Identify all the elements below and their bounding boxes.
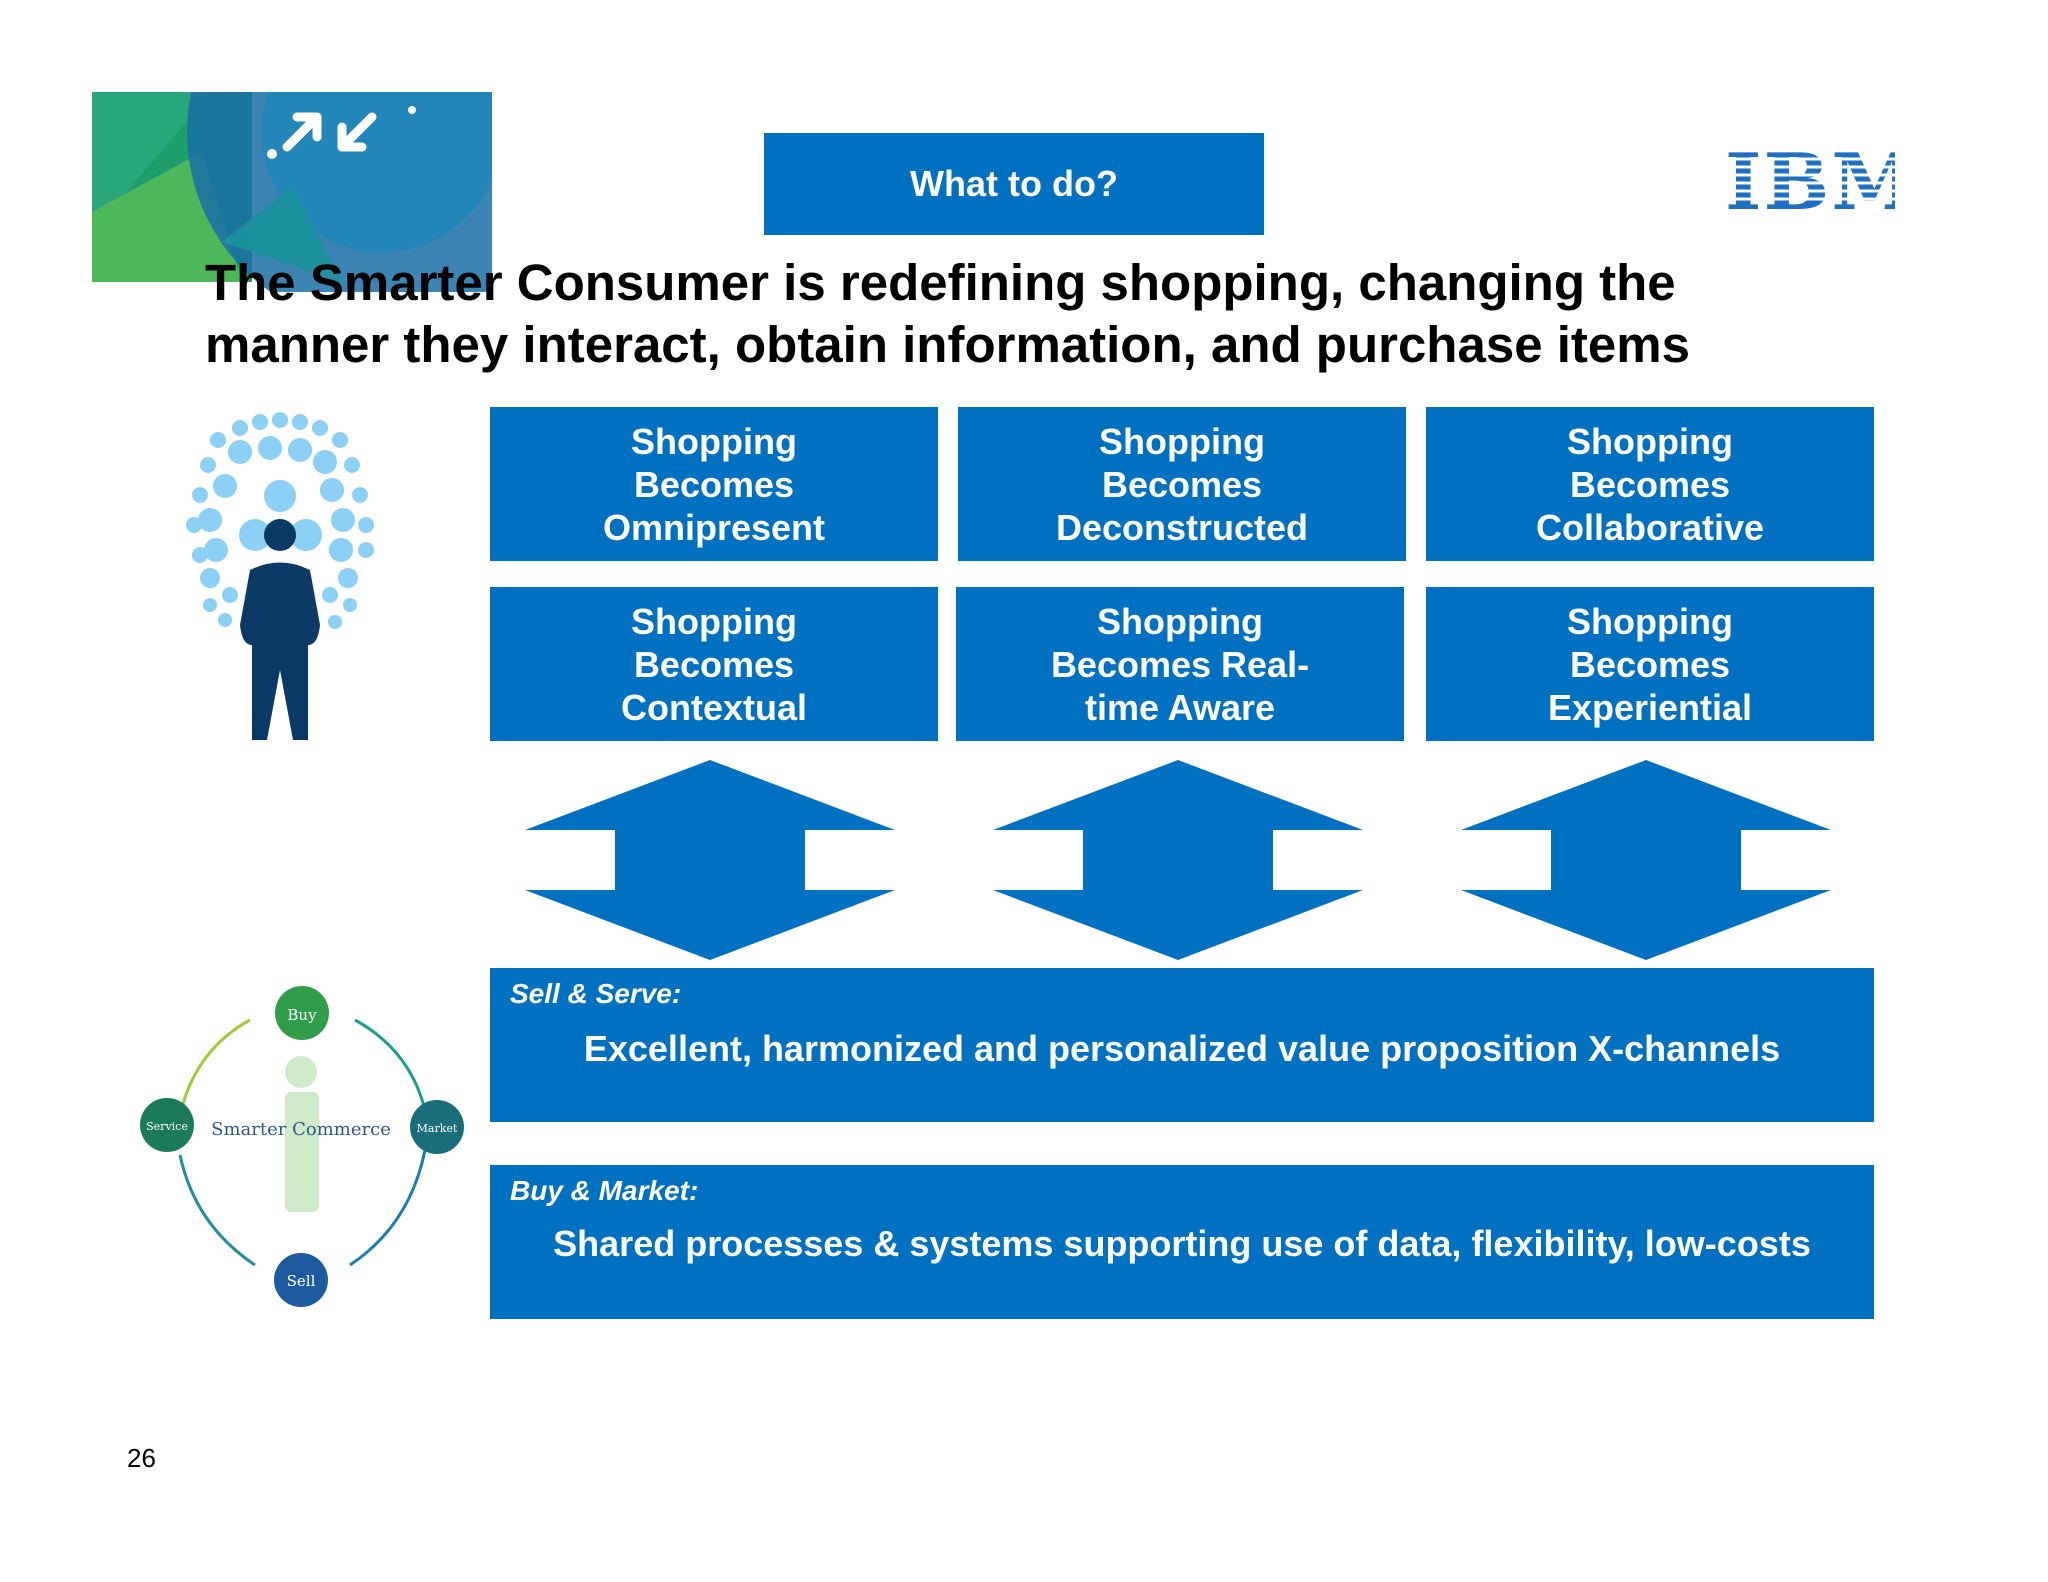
svg-text:Market: Market [417,1122,458,1135]
sell-serve-label: Sell & Serve: [510,978,682,1009]
sell-serve-text: Excellent, harmonized and personalized v… [583,1028,1781,1069]
title-line-1: The Smarter Consumer is redefining shopp… [205,254,1676,311]
buy-market-band: Buy & Market: Shared processes & systems… [490,1165,1874,1319]
corner-graphic [92,92,492,292]
page-number: 26 [127,1443,156,1473]
service-node [140,1098,194,1152]
person-silhouette-icon [285,1056,319,1212]
what-to-do-button[interactable]: What to do? [764,133,1264,235]
sell-serve-band: Sell & Serve: Excellent, harmonized and … [490,968,1874,1122]
svg-text:Service: Service [146,1120,188,1133]
double-arrow-icon-1 [525,760,895,960]
buy-node [275,986,329,1040]
smarter-commerce-cycle: Buy Market Sell Service Smarter Commerce [140,986,464,1307]
svg-text:Smarter Commerce: Smarter Commerce [211,1119,391,1140]
svg-text:IBM: IBM [1725,145,1895,215]
title-line-2: manner they interact, obtain information… [205,316,1690,373]
arrows-icon [282,112,377,152]
what-to-do-label: What to do? [910,163,1118,204]
svg-text:Sell: Sell [287,1272,316,1290]
buy-market-text: Shared processes & systems supporting us… [553,1223,1811,1264]
svg-text:Buy: Buy [287,1006,317,1024]
double-arrow-icon-2 [993,760,1363,960]
ibm-logo: IBM [1725,145,1895,215]
sell-node [274,1253,328,1307]
market-node [410,1100,464,1154]
double-arrow-icon-3 [1461,760,1831,960]
consumer-figure-icon [186,412,374,740]
buy-market-label: Buy & Market: [510,1175,699,1206]
page-title: The Smarter Consumer is redefining shopp… [205,252,1785,376]
